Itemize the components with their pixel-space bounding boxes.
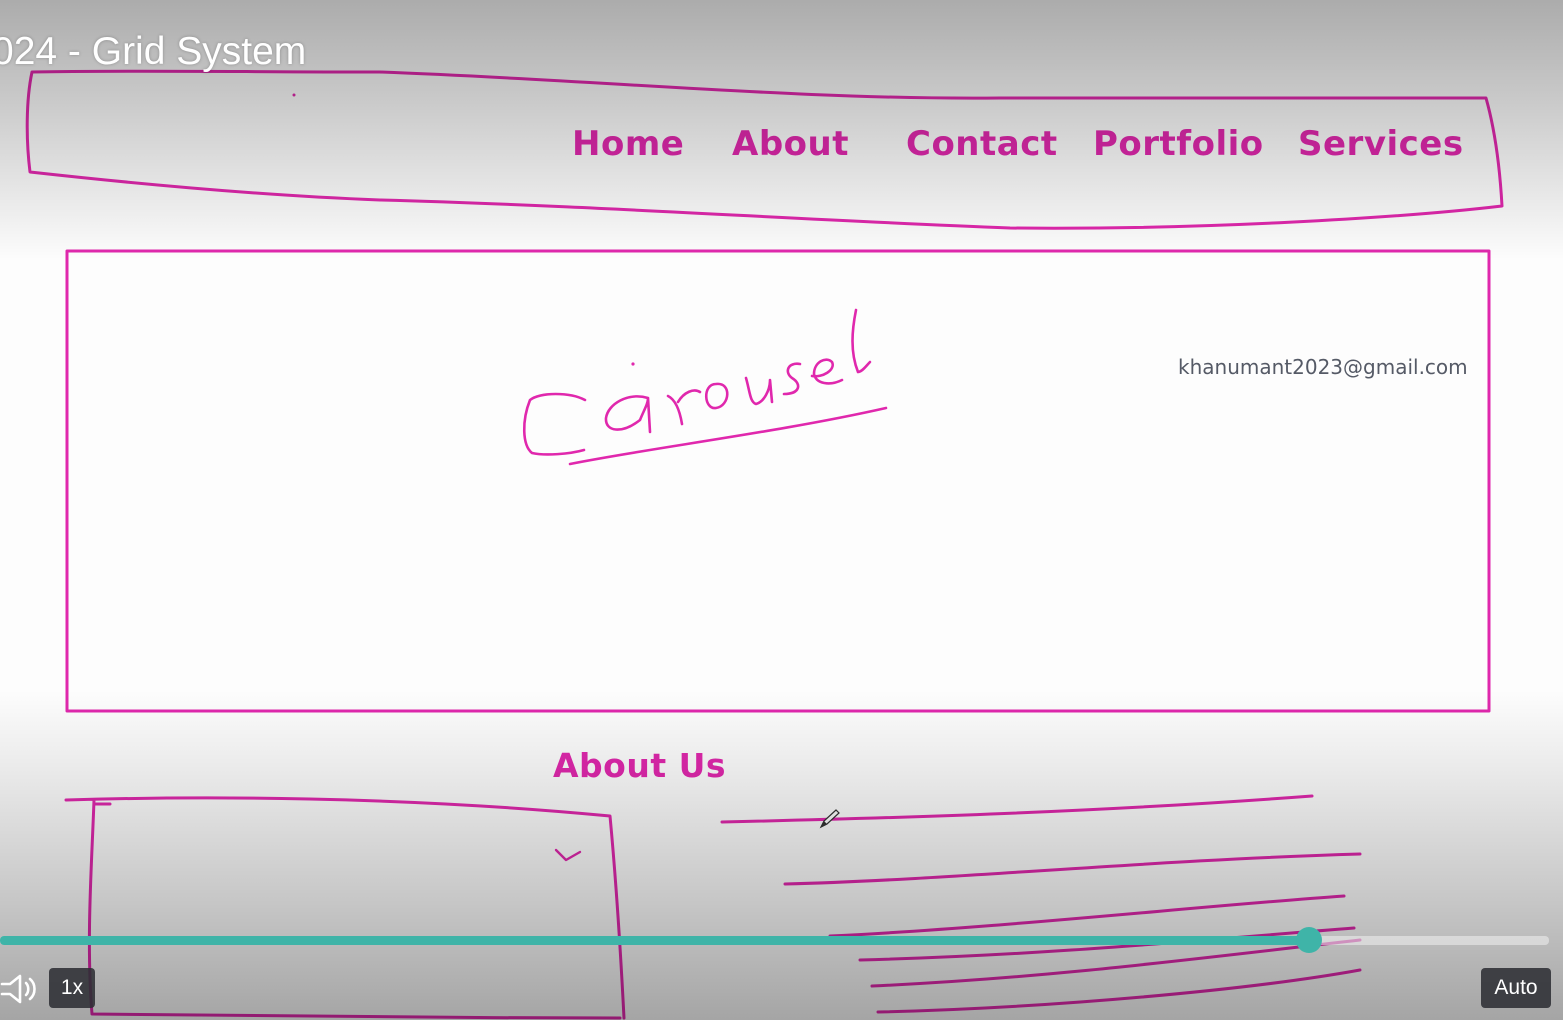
carousel-handwriting [522,308,888,466]
watermark-email: khanumant2023@gmail.com [1178,355,1468,379]
nav-link-portfolio: Portfolio [1093,124,1264,164]
carousel-box [65,249,1491,713]
progress-fill [0,936,1309,945]
nav-link-services: Services [1298,124,1464,164]
volume-icon [0,974,36,1004]
progress-thumb[interactable] [1295,927,1322,953]
video-title: 024 - Grid System [0,30,307,73]
nav-link-contact: Contact [906,124,1058,164]
header-outline [25,69,1504,230]
pencil-cursor-icon [819,809,840,829]
volume-button[interactable] [0,970,40,1008]
about-heading: About Us [553,746,727,785]
about-image-box [64,796,626,1020]
progress-bar[interactable] [0,936,1549,945]
about-text-lines [720,794,1362,1014]
playback-speed-button[interactable]: 1x [49,968,95,1008]
quality-button[interactable]: Auto [1481,968,1551,1008]
nav-link-home: Home [572,124,685,164]
nav-link-about: About [732,124,849,164]
